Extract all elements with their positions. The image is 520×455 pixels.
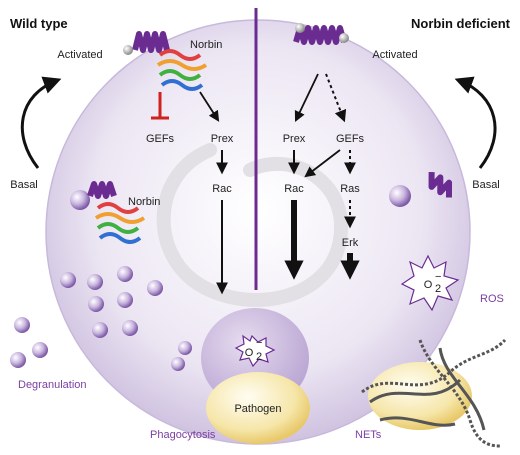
ros-label: ROS bbox=[480, 293, 504, 305]
norbin-to-prex-arrow bbox=[199, 91, 220, 122]
left-basal-label: Basal bbox=[10, 179, 38, 191]
left-basal-receptor bbox=[70, 181, 117, 210]
nets-dna-strands bbox=[361, 338, 507, 448]
left-panel-title: Wild type bbox=[10, 16, 68, 31]
degranulation-label: Degranulation bbox=[18, 379, 87, 391]
phagosome-o2-superscript: − bbox=[256, 337, 262, 349]
right-panel-title: Norbin deficient bbox=[411, 16, 511, 31]
left-prex-label: Prex bbox=[211, 133, 234, 145]
right-activation-cycle-arrow bbox=[454, 76, 497, 169]
ros-o2-subscript: 2 bbox=[435, 283, 441, 295]
right-gefs-label: GEFs bbox=[336, 133, 365, 145]
left-norbin-mid-label: Norbin bbox=[128, 196, 160, 208]
right-basal-receptor bbox=[389, 172, 453, 207]
ros-o2-superscript: − bbox=[435, 271, 441, 283]
left-top-receptor bbox=[123, 31, 170, 55]
right-erk-label: Erk bbox=[342, 237, 359, 249]
left-basal-norbin-icon bbox=[94, 202, 146, 244]
ros-o2-label: O bbox=[424, 279, 433, 291]
right-basal-label: Basal bbox=[472, 179, 500, 191]
pathogen-label: Pathogen bbox=[234, 403, 281, 415]
ligand-ball bbox=[123, 45, 133, 55]
receptor-to-prex-arrow bbox=[294, 73, 319, 122]
gefs-to-rac-arrow bbox=[304, 149, 341, 178]
right-activated-label: Activated bbox=[372, 49, 417, 61]
phagosome-superoxide: O 2 − bbox=[234, 334, 276, 368]
left-activation-cycle-arrow bbox=[20, 76, 62, 169]
right-rac-label: Rac bbox=[284, 183, 304, 195]
right-ras-label: Ras bbox=[340, 183, 360, 195]
granule-vesicles bbox=[10, 266, 192, 371]
left-gefs-label: GEFs bbox=[146, 133, 175, 145]
left-activated-label: Activated bbox=[57, 49, 102, 61]
ligand-ball bbox=[295, 23, 305, 33]
phagocytosis-label: Phagocytosis bbox=[150, 429, 216, 441]
pathogen-cell bbox=[206, 372, 310, 444]
nets-label: NETs bbox=[355, 429, 382, 441]
phagosome-o2-label: O bbox=[245, 347, 254, 359]
ros-superoxide-burst: O 2 − bbox=[400, 254, 460, 312]
receptor-to-gefs-arrow bbox=[325, 73, 347, 123]
left-top-norbin-icon bbox=[156, 49, 208, 91]
cytoskeleton-swirl bbox=[156, 143, 349, 307]
right-prex-label: Prex bbox=[283, 133, 306, 145]
right-top-receptor bbox=[293, 23, 349, 45]
left-rac-label: Rac bbox=[212, 183, 232, 195]
left-norbin-top-label: Norbin bbox=[190, 39, 222, 51]
phagosome-o2-subscript: 2 bbox=[256, 351, 262, 363]
ligand-ball bbox=[339, 33, 349, 43]
